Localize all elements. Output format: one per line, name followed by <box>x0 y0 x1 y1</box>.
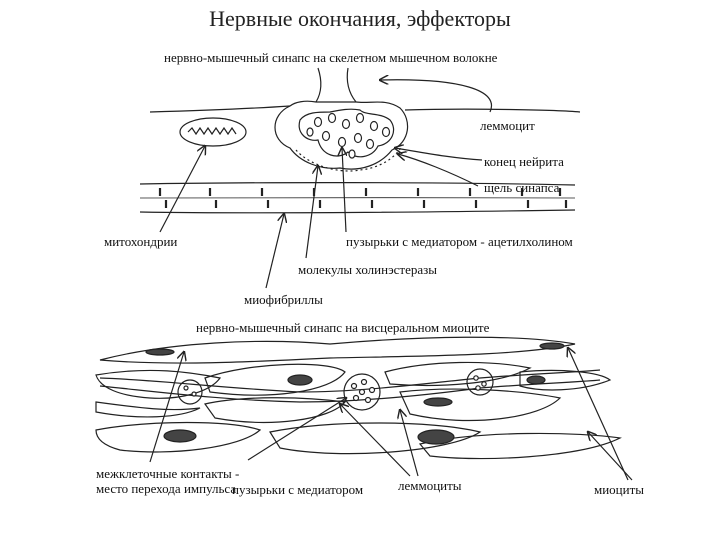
skeletal-synapse-drawing <box>139 67 581 289</box>
label-myocytes: миоциты <box>594 482 645 497</box>
synaptic-vesicles <box>306 112 391 159</box>
label-myofibrils: миофибриллы <box>244 292 323 307</box>
varicosity-vesicles <box>183 375 487 404</box>
label-lemmocyte: леммоцит <box>480 118 535 133</box>
myocyte-2 <box>95 369 222 399</box>
arrow-vesicles-bottom <box>247 398 346 461</box>
arrow-lemmocytes-2 <box>400 410 419 477</box>
varicosity-3 <box>177 379 203 405</box>
arrow-mitochondria <box>159 146 205 233</box>
label-vesicles: пузырьки с медиатором - ацетилхолином <box>346 234 573 249</box>
myocyte-5 <box>384 361 532 387</box>
label-mitochondria: митохондрии <box>104 234 178 249</box>
label-vesicles-bottom: пузырьки с медиатором <box>232 482 364 497</box>
bottom-heading: нервно-мышечный синапс на висцеральном м… <box>196 320 490 335</box>
myocyte-10 <box>269 422 482 455</box>
arrow-cholinesterase <box>305 166 318 259</box>
myofibril-striations <box>158 188 568 208</box>
arrow-neurite-end <box>395 148 483 161</box>
page-title: Нервные окончания, эффекторы <box>209 6 511 31</box>
myocyte-6 <box>519 369 612 391</box>
arrow-vesicles <box>342 148 346 233</box>
myocyte-8 <box>399 388 562 422</box>
visceral-nerve-fiber-lower <box>99 379 601 403</box>
myocyte-11 <box>418 432 622 460</box>
label-neurite-end: конец нейрита <box>484 154 564 169</box>
label-synaptic-cleft: щель синапса <box>484 180 560 195</box>
arrow-myocytes-1 <box>568 348 629 481</box>
visceral-synapse-drawing <box>95 336 633 481</box>
lemmocyte-outline <box>274 100 409 170</box>
myocyte-nuclei <box>145 342 565 445</box>
label-cholinesterase: молекулы холинэстеразы <box>298 262 438 277</box>
nerve-fiber <box>315 67 357 103</box>
arrow-synaptic-cleft <box>398 154 479 187</box>
myocyte-3 <box>95 401 201 418</box>
arrow-contacts <box>149 352 184 463</box>
myofibril-band-bottom <box>139 209 576 214</box>
muscle-fiber-membrane <box>149 105 581 113</box>
myocyte-9 <box>95 421 262 453</box>
myocyte-4 <box>204 363 346 396</box>
arrow-lemmocytes-1 <box>340 404 411 477</box>
synaptic-cleft-line <box>295 145 403 172</box>
myofibril-band-top <box>139 182 576 186</box>
arrow-myocytes-2 <box>588 432 633 481</box>
nerve-terminal-lobes <box>298 108 395 158</box>
myocyte-1 <box>99 336 576 364</box>
varicosity-2 <box>466 368 494 396</box>
label-contacts: межклеточные контакты - место перехода и… <box>96 466 240 496</box>
mitochondrion-cristae <box>187 126 237 136</box>
top-heading: нервно-мышечный синапс на скелетном мыше… <box>164 50 498 65</box>
label-lemmocytes: леммоциты <box>398 478 462 493</box>
mitochondrion <box>179 117 247 147</box>
arrow-myofibrils <box>265 214 284 289</box>
arrow-lemmocyte <box>380 80 493 113</box>
varicosity-1 <box>343 373 381 411</box>
